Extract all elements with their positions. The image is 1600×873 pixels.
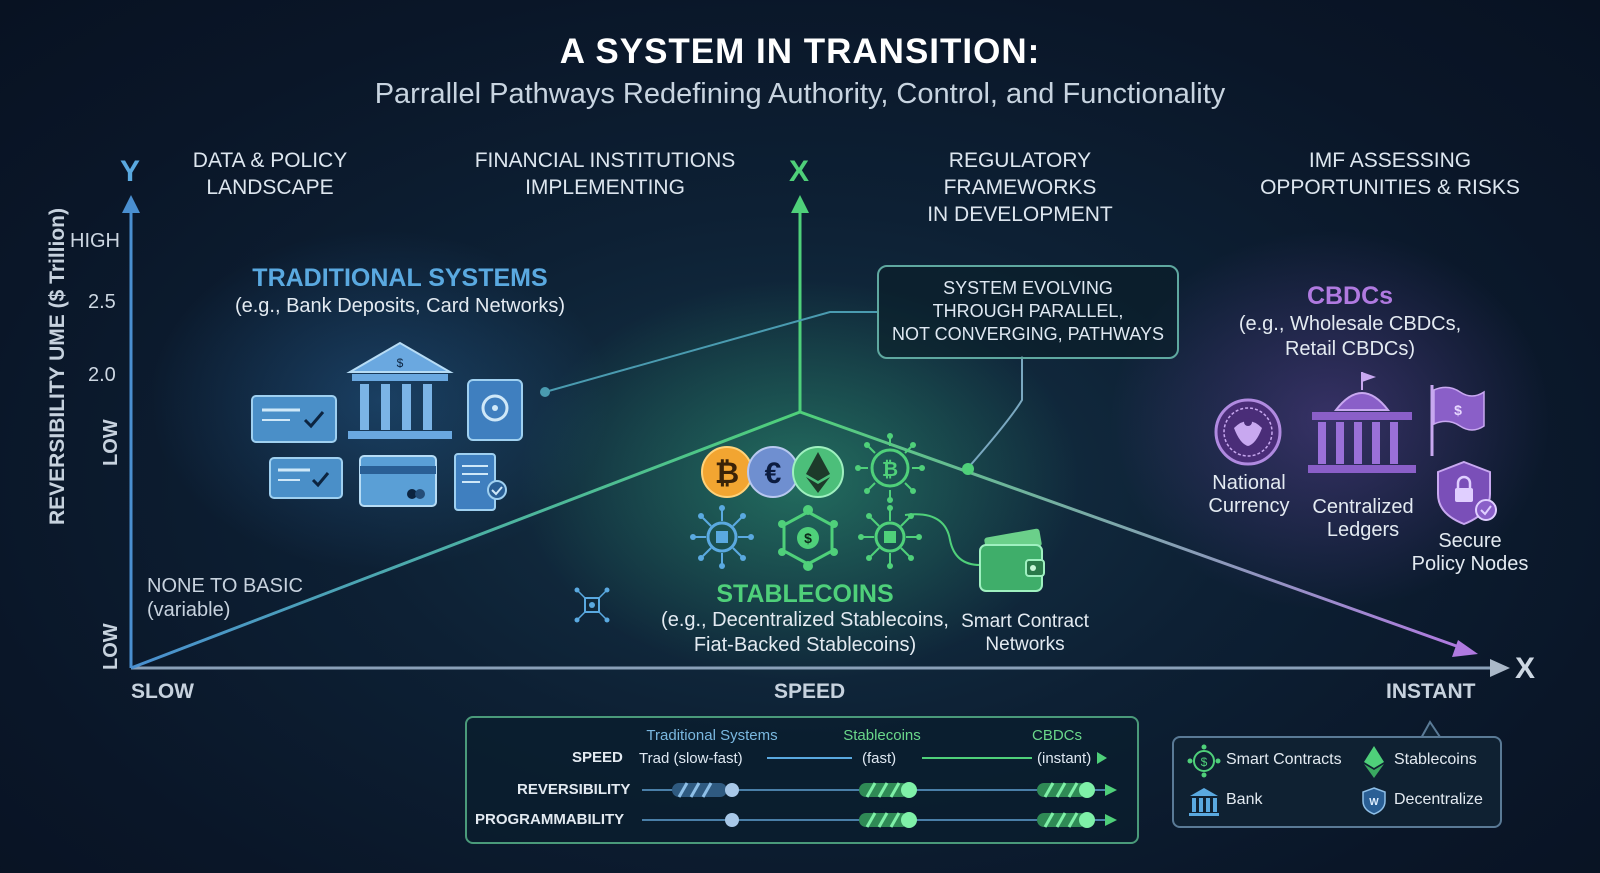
safe-icon (467, 379, 523, 441)
legend-icons: $ W (1187, 744, 1386, 816)
svg-text:₿: ₿ (882, 459, 898, 481)
bitcoin-network-icon: ₿ (855, 433, 925, 503)
capitol-ledger-icon (1308, 372, 1416, 473)
x-label-speed: SPEED (774, 680, 846, 703)
svg-text:$: $ (1454, 402, 1462, 418)
cell-speed-traditional: Trad (slow-fast) (639, 750, 743, 767)
national-currency-caption: National Currency (1208, 472, 1290, 517)
shield-lock-icon (1437, 460, 1497, 526)
callout-dot-left (540, 387, 550, 397)
traditional-subtitle: (e.g., Bank Deposits, Card Networks) (234, 295, 566, 317)
y-tick-low-bottom: LOW (100, 623, 122, 670)
x-label-instant: INSTANT (1386, 680, 1476, 703)
decentralize-legend-icon: W (1362, 787, 1386, 815)
cbdcs-subtitle: (e.g., Wholesale CBDCs, Retail CBDCs) (1238, 313, 1462, 360)
smart-contracts-legend-icon: $ (1187, 744, 1221, 778)
center-axis-letter: X (789, 155, 810, 188)
svg-text:$: $ (804, 530, 812, 546)
y-axis-label: REVERSIBILITY UME ($ Trillion) (46, 208, 69, 525)
legend-box: $ W Smart Contracts Stablecoins Bank Dec… (1172, 736, 1502, 828)
pathways-callout: SYSTEM EVOLVING THROUGH PARALLEL, NOT CO… (877, 265, 1179, 359)
chip-network-icon (690, 505, 754, 569)
header-imf: IMF ASSESSING OPPORTUNITIES & RISKS (1260, 149, 1520, 199)
y-tick-2-5: 2.5 (88, 291, 116, 313)
smart-contract-connector (904, 513, 981, 566)
card-icon (251, 395, 337, 443)
legend-stablecoins: Stablecoins (1394, 751, 1477, 768)
bank-icon: $ (346, 341, 454, 439)
svg-text:€: € (765, 457, 782, 490)
cell-speed-stablecoins: (fast) (862, 750, 897, 767)
legend-bank: Bank (1226, 791, 1263, 808)
col-stablecoins: Stablecoins (843, 727, 921, 744)
row-label-reversibility: REVERSIBILITY (517, 781, 631, 798)
y-tick-2-0: 2.0 (88, 364, 116, 386)
header-financial-institutions: FINANCIAL INSTITUTIONS IMPLEMENTING (474, 149, 736, 199)
credit-card-icon (359, 455, 437, 507)
stablecoins-legend-icon (1364, 746, 1384, 778)
x-axis-arrow (1490, 659, 1510, 677)
check-card-icon (269, 457, 343, 499)
dollar-network-icon: $ (778, 505, 838, 571)
network-chip-small-icon (574, 587, 610, 623)
y-tick-low-mid: LOW (100, 419, 122, 466)
callout-connector-left (544, 311, 878, 393)
document-icon (454, 453, 507, 511)
none-to-basic-note: NONE TO BASIC (variable) (147, 575, 303, 621)
header-regulatory-frameworks: REGULATORY FRAMEWORKS IN DEVELOPMENT (927, 149, 1113, 226)
legend-decentralize: Decentralize (1394, 791, 1483, 808)
x-label-slow: SLOW (131, 680, 194, 703)
col-traditional: Traditional Systems (646, 727, 778, 744)
svg-text:$: $ (1201, 755, 1208, 769)
col-cbdcs: CBDCs (1031, 727, 1082, 744)
flag-icon: $ (1430, 385, 1485, 456)
cbdc-pathway-arrow (1452, 640, 1478, 657)
header-data-policy: DATA & POLICY LANDSCAPE (192, 149, 348, 199)
callout-connector-right (967, 356, 1023, 469)
y-tick-high: HIGH (70, 230, 120, 252)
smart-contract-caption: Smart Contract Networks (961, 611, 1089, 655)
cell-speed-cbdcs: (instant) (1037, 750, 1092, 767)
svg-text:$: $ (397, 356, 404, 370)
traditional-pathway-line (130, 410, 801, 670)
wallet-icon (979, 528, 1045, 592)
svg-text:W: W (1369, 797, 1379, 808)
euro-coin-icon: € (747, 446, 799, 498)
x-axis-letter: X (1515, 652, 1536, 685)
stablecoins-title: STABLECOINS (716, 580, 894, 608)
comparison-table: Traditional Systems Stablecoins CBDCs SP… (465, 716, 1139, 844)
ethereum-coin-icon (792, 446, 844, 498)
national-seal-icon (1214, 398, 1282, 466)
svg-text:₿: ₿ (715, 457, 739, 490)
row-label-programmability: PROGRAMMABILITY (475, 811, 625, 828)
cbdc-pathway-line (799, 410, 1463, 650)
page-subtitle: Parrallel Pathways Redefining Authority,… (374, 78, 1226, 110)
y-axis-arrow (122, 195, 140, 213)
row-label-speed: SPEED (572, 749, 623, 766)
comparison-tracks (642, 752, 1117, 828)
y-axis-letter: Y (120, 155, 141, 188)
legend-smart-contracts: Smart Contracts (1226, 751, 1342, 768)
bitcoin-coin-icon: ₿ (701, 446, 753, 498)
page-title: A SYSTEM IN TRANSITION: (559, 32, 1041, 71)
callout-dot-right (962, 463, 974, 475)
traditional-title: TRADITIONAL SYSTEMS (252, 264, 548, 292)
cbdcs-title: CBDCs (1306, 282, 1394, 310)
bank-legend-icon (1189, 788, 1219, 816)
stablecoins-subtitle: (e.g., Decentralized Stablecoins, Fiat-B… (661, 609, 949, 656)
smart-contract-network-icon (858, 505, 922, 569)
secure-policy-nodes-caption: Secure Policy Nodes (1411, 530, 1529, 575)
center-axis-arrow (791, 195, 809, 213)
centralized-ledgers-caption: Centralized Ledgers (1312, 496, 1414, 541)
